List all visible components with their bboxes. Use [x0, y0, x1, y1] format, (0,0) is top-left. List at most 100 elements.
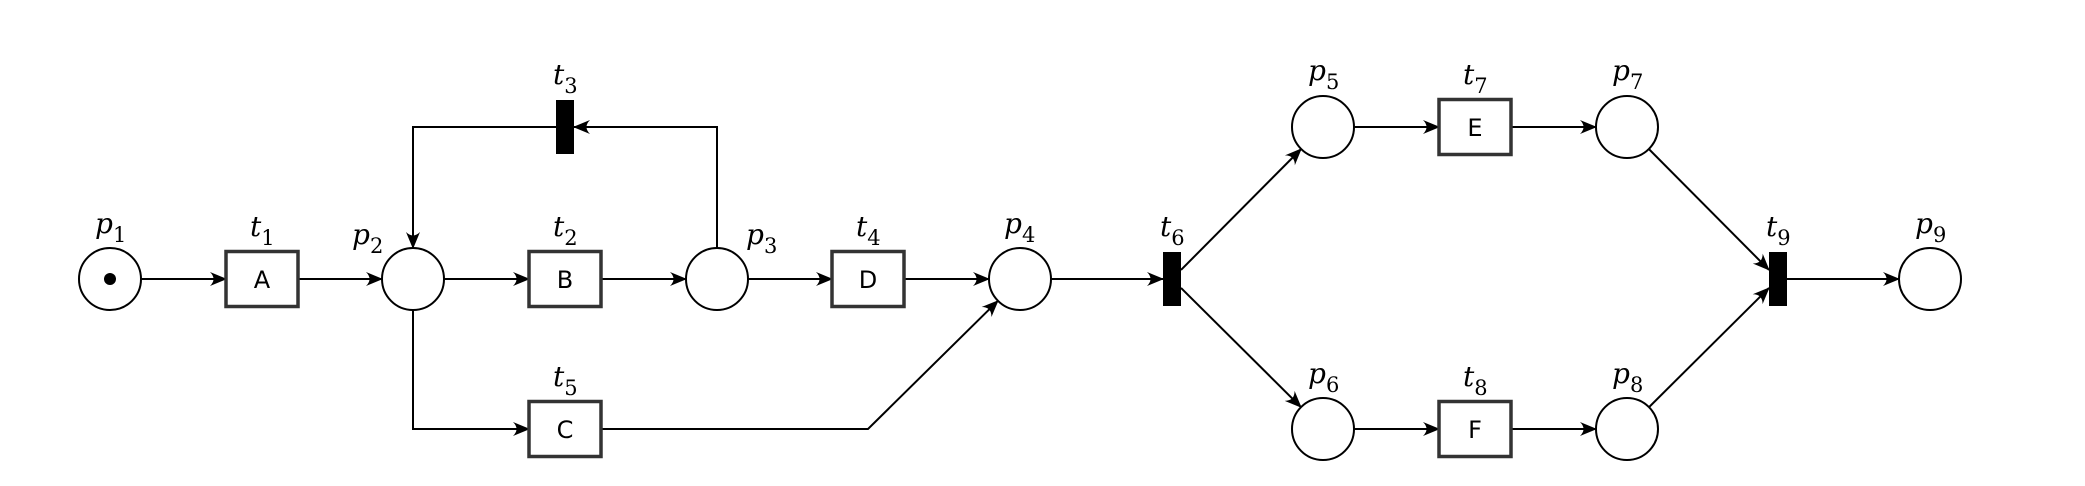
- t6-label: t6: [1160, 210, 1185, 250]
- place-p5-circle: [1291, 95, 1355, 159]
- t1-label-index: 1: [261, 226, 274, 250]
- transition-t3: [556, 100, 574, 154]
- p4-label: p4: [1004, 207, 1035, 247]
- transition-t2: B: [527, 249, 603, 309]
- t9-label: t9: [1766, 210, 1791, 250]
- t6-label-letter: t: [1160, 210, 1172, 243]
- transition-t2-activity: B: [557, 266, 573, 294]
- arc-t5-to-p4: [601, 300, 999, 430]
- t1-label-letter: t: [250, 210, 262, 243]
- transition-t2-box: [527, 249, 603, 309]
- place-p2: [381, 247, 445, 311]
- transition-t6-bar: [1163, 252, 1181, 306]
- arcs-layer: [141, 120, 1900, 436]
- p4-label-letter: p: [1004, 207, 1022, 240]
- transition-t9: [1769, 252, 1787, 306]
- t7-label-letter: t: [1463, 58, 1475, 91]
- transition-t1-activity: A: [254, 266, 271, 294]
- p8-label-index: 8: [1630, 373, 1643, 397]
- t7-label: t7: [1463, 58, 1488, 98]
- place-p7: [1595, 95, 1659, 159]
- transition-t9-bar: [1769, 252, 1787, 306]
- p7-label-letter: p: [1612, 54, 1630, 87]
- transition-t5-box: [527, 399, 603, 459]
- p3-label-letter: p: [746, 218, 764, 251]
- p3-label-index: 3: [764, 234, 777, 258]
- arc-t6-to-p5: [1180, 148, 1302, 271]
- place-p5: [1291, 95, 1355, 159]
- p7-label: p7: [1612, 54, 1643, 94]
- place-p6: [1291, 397, 1355, 461]
- place-p3: [685, 247, 749, 311]
- p2-label: p2: [352, 218, 383, 258]
- t8-label-letter: t: [1463, 360, 1475, 393]
- p6-label-index: 6: [1326, 373, 1339, 397]
- t6-label-index: 6: [1171, 226, 1184, 250]
- p2-label-letter: p: [352, 218, 370, 251]
- transition-t5-activity: C: [557, 416, 574, 444]
- transition-t8-activity: F: [1468, 416, 1482, 444]
- place-p4: [988, 247, 1052, 311]
- t9-label-index: 9: [1777, 226, 1790, 250]
- place-p6-circle: [1291, 397, 1355, 461]
- transition-t7-box: [1437, 97, 1513, 157]
- p9-label-letter: p: [1915, 207, 1933, 240]
- p8-label: p8: [1612, 357, 1643, 397]
- p8-label-letter: p: [1612, 357, 1630, 390]
- p5-label-index: 5: [1326, 70, 1339, 94]
- t2-label-index: 2: [564, 226, 577, 250]
- place-p1: [78, 247, 142, 311]
- transition-t1: A: [224, 249, 300, 309]
- t3-label: t3: [553, 58, 578, 98]
- place-p4-circle: [988, 247, 1052, 311]
- t5-label-letter: t: [553, 360, 565, 393]
- p5-label-letter: p: [1308, 54, 1326, 87]
- t5-label-index: 5: [564, 376, 577, 400]
- transition-t6: [1163, 252, 1181, 306]
- t4-label-letter: t: [856, 210, 868, 243]
- p6-label-letter: p: [1308, 357, 1326, 390]
- transition-t5: C: [527, 399, 603, 459]
- transition-t3-bar: [556, 100, 574, 154]
- p1-label: p1: [95, 207, 126, 247]
- place-p2-circle: [381, 247, 445, 311]
- p1-label-letter: p: [95, 207, 113, 240]
- t2-label-letter: t: [553, 210, 565, 243]
- t4-label-index: 4: [867, 226, 880, 250]
- p5-label: p5: [1308, 54, 1339, 94]
- p2-label-index: 2: [370, 234, 383, 258]
- t4-label: t4: [856, 210, 881, 250]
- t3-label-letter: t: [553, 58, 565, 91]
- p3-label: p3: [746, 218, 777, 258]
- t8-label: t8: [1463, 360, 1488, 400]
- t1-label: t1: [250, 210, 275, 250]
- p9-label-index: 9: [1933, 223, 1946, 247]
- p6-label: p6: [1308, 357, 1339, 397]
- transition-t4-activity: D: [859, 266, 877, 294]
- transition-t7: E: [1437, 97, 1513, 157]
- arc-p2-to-t5: [412, 310, 530, 436]
- transition-t4-box: [830, 249, 906, 309]
- arc-p3-to-t3: [573, 120, 718, 248]
- place-p9: [1898, 247, 1962, 311]
- p4-label-index: 4: [1022, 223, 1035, 247]
- place-p8: [1595, 397, 1659, 461]
- p9-label: p9: [1915, 207, 1946, 247]
- place-p8-circle: [1595, 397, 1659, 461]
- arc-p7-to-t9: [1648, 148, 1770, 271]
- arc-t6-to-p6: [1180, 287, 1302, 408]
- nodes-layer: A B D C E F: [78, 95, 1962, 461]
- transition-t4: D: [830, 249, 906, 309]
- t5-label: t5: [553, 360, 578, 400]
- p7-label-index: 7: [1630, 70, 1643, 94]
- t2-label: t2: [553, 210, 578, 250]
- t7-label-index: 7: [1474, 74, 1487, 98]
- transition-t7-activity: E: [1467, 114, 1482, 142]
- place-p7-circle: [1595, 95, 1659, 159]
- place-p1-token: [104, 273, 116, 285]
- t9-label-letter: t: [1766, 210, 1778, 243]
- place-p9-circle: [1898, 247, 1962, 311]
- transition-t1-box: [224, 249, 300, 309]
